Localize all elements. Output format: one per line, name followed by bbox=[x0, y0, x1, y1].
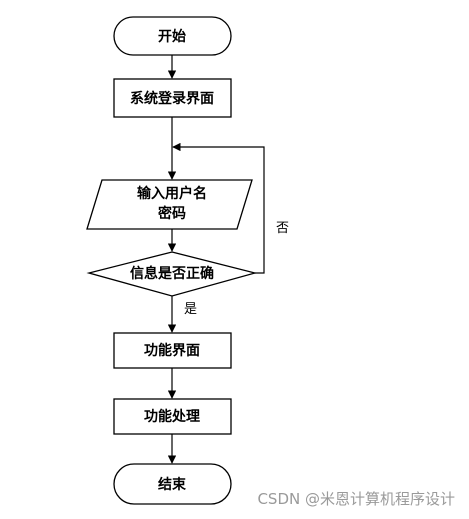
function-page-label: 功能界面 bbox=[144, 342, 200, 359]
input-data bbox=[86, 179, 253, 230]
function-page-process bbox=[113, 332, 232, 369]
arrow-check-no-loop bbox=[172, 142, 265, 274]
function-process bbox=[113, 398, 232, 435]
no-label: 否 bbox=[276, 221, 289, 236]
login-label: 系统登录界面 bbox=[130, 90, 214, 107]
start-label: 开始 bbox=[158, 28, 186, 45]
yes-label: 是 bbox=[184, 302, 197, 317]
function-process-label: 功能处理 bbox=[144, 408, 200, 425]
input-label-line1: 输入用户名 bbox=[137, 185, 207, 202]
end-terminal bbox=[113, 463, 232, 505]
watermark: CSDN @米恩计算机程序设计 bbox=[257, 490, 455, 508]
end-label: 结束 bbox=[158, 476, 187, 493]
input-label-line2: 密码 bbox=[157, 205, 186, 222]
login-process bbox=[113, 78, 232, 118]
check-label: 信息是否正确 bbox=[130, 265, 214, 282]
